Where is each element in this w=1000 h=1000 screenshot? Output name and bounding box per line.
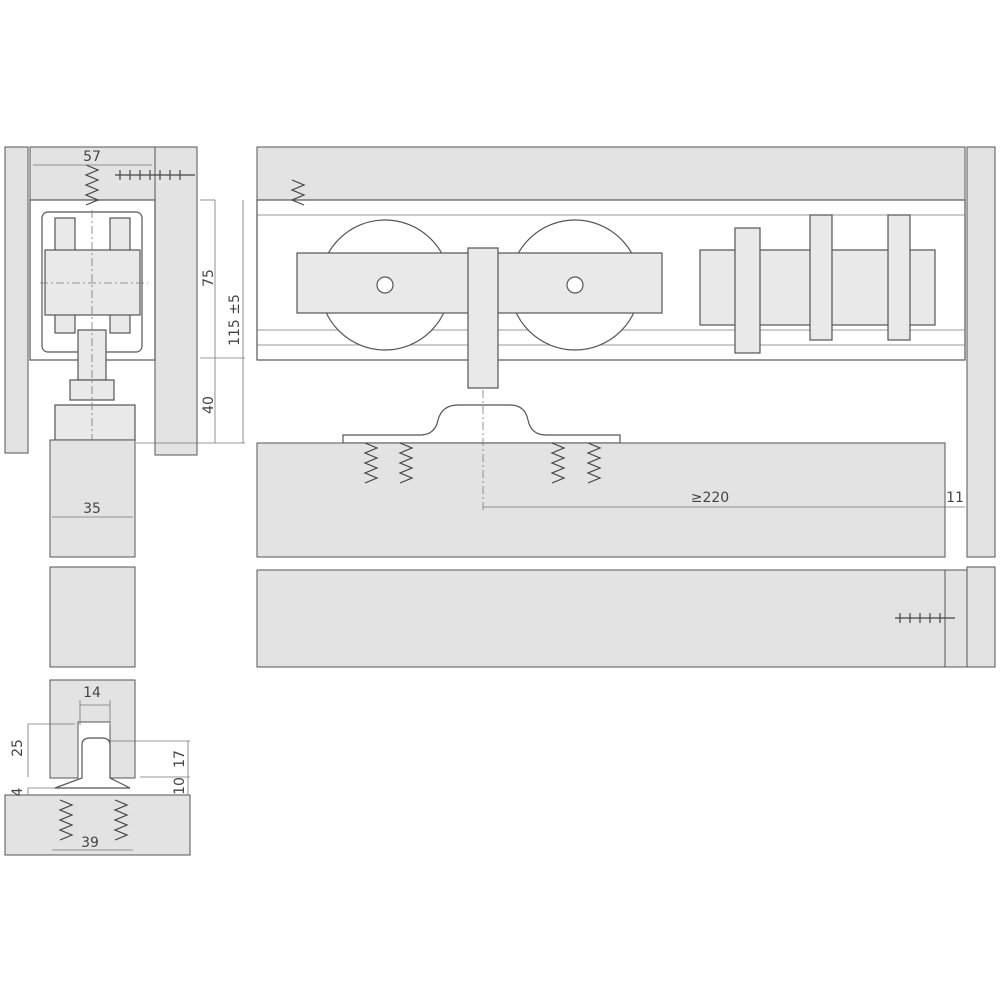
side-section-view: 57 75 115 ±5 40 35 14 25 17 10 4 39 — [4, 146, 245, 856]
stopper-clip-3 — [887, 214, 911, 341]
door-upper — [256, 442, 946, 558]
floor-guide — [54, 737, 131, 789]
dim-17: 17 — [172, 750, 188, 768]
dim-75: 75 — [201, 269, 217, 287]
side-panel — [154, 146, 198, 456]
door-lower — [256, 569, 946, 668]
floor-screws — [58, 799, 129, 841]
dim-4: 4 — [10, 787, 26, 796]
hanger-bolt — [467, 247, 499, 389]
door-plate — [54, 404, 136, 441]
dim-25: 25 — [10, 739, 26, 757]
front-view: ≥220 11 — [256, 146, 996, 668]
stopper-clip-1 — [734, 227, 761, 354]
wall-right-lower — [966, 566, 996, 668]
dim-220: ≥220 — [691, 490, 729, 506]
carriage — [44, 249, 141, 316]
dim-40: 40 — [201, 396, 217, 414]
dim-57: 57 — [83, 149, 101, 165]
dim-115: 115 ±5 — [227, 294, 243, 346]
ceiling-block — [29, 146, 156, 201]
door-screws — [290, 179, 955, 623]
wall-right — [966, 146, 996, 558]
dim-11: 11 — [946, 490, 964, 506]
wall-left — [4, 146, 29, 454]
door-bracket — [342, 404, 621, 444]
ceiling — [256, 146, 966, 201]
door-section-2 — [49, 566, 136, 668]
stopper-clip-2 — [809, 214, 833, 341]
dim-14: 14 — [83, 685, 101, 701]
dim-10: 10 — [172, 777, 188, 795]
floor — [4, 794, 191, 856]
door-section-1 — [49, 439, 136, 558]
dim-39: 39 — [81, 835, 99, 851]
dim-35: 35 — [83, 501, 101, 517]
